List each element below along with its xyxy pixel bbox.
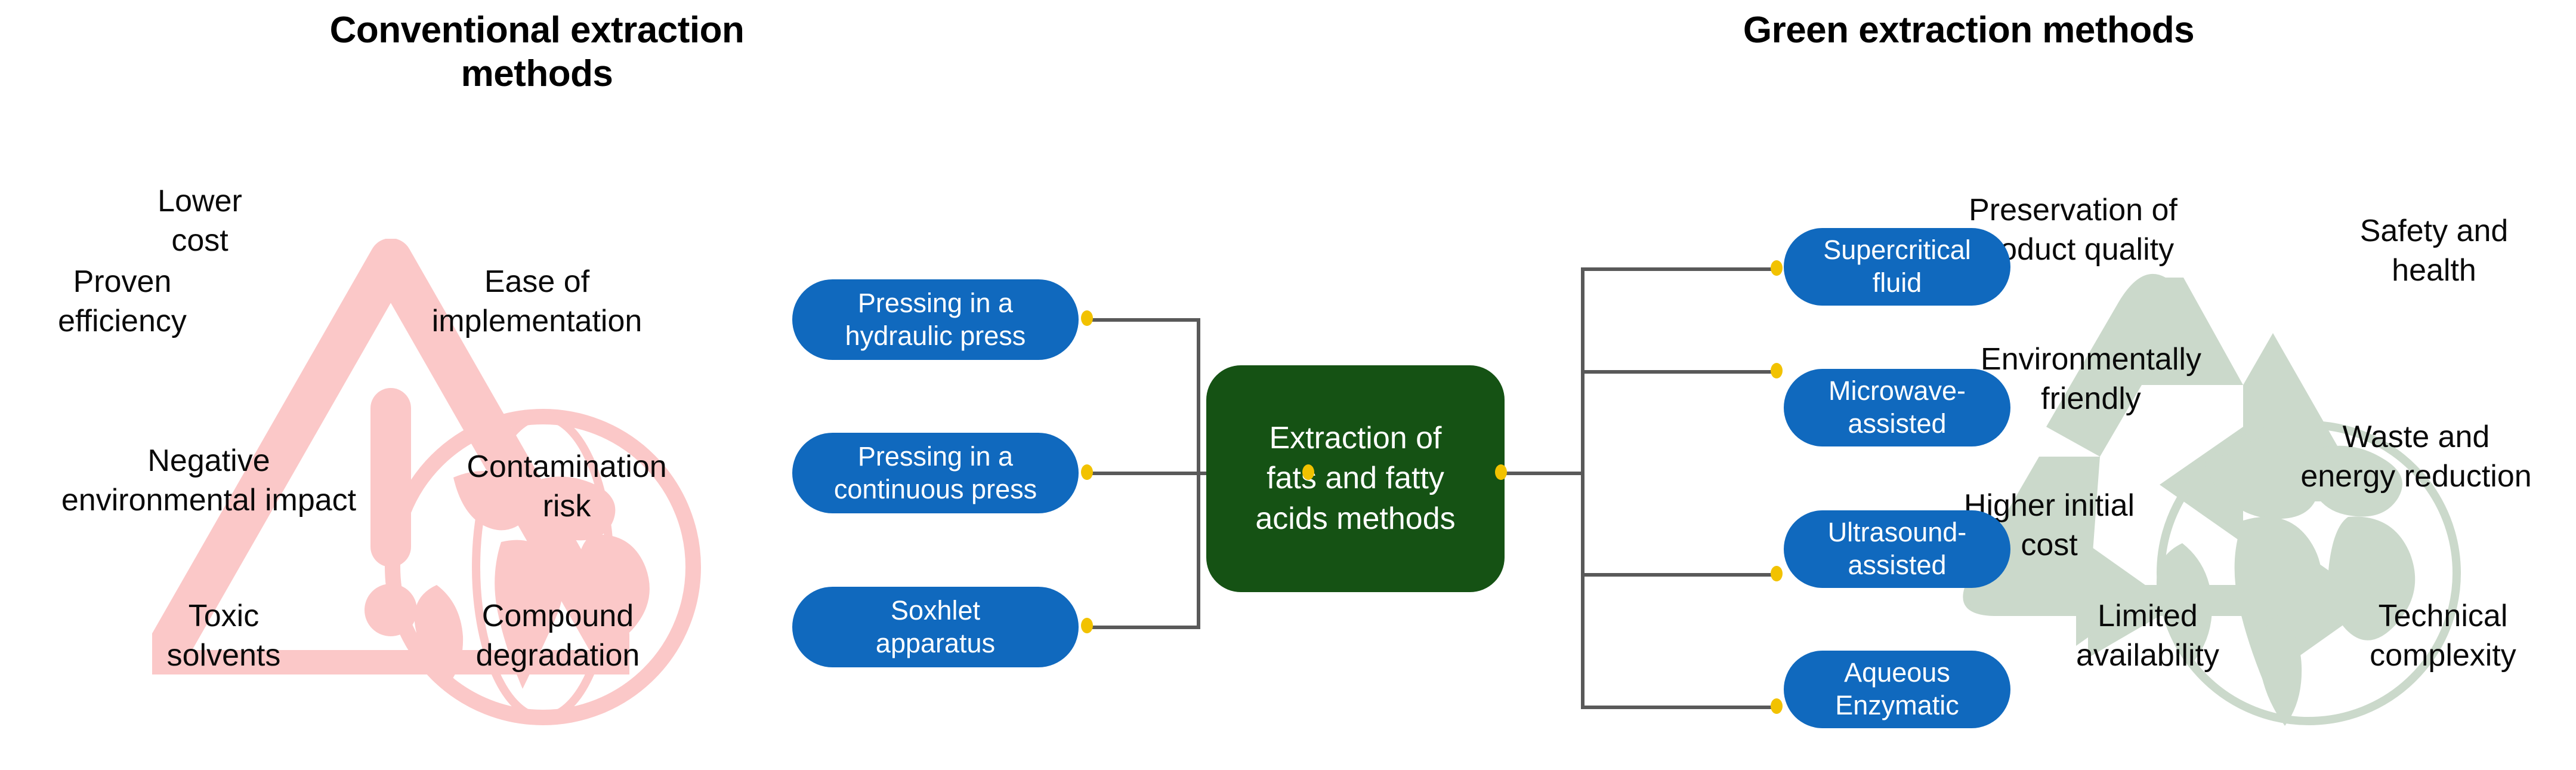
connector-dot-continuous xyxy=(1081,464,1093,480)
connector-dot-center-right xyxy=(1495,464,1507,480)
page-title-conventional: Conventional extraction methods xyxy=(329,10,745,95)
connector-continuous-to-center xyxy=(1087,472,1308,475)
left-label-proven-efficiency: Proven efficiency xyxy=(58,264,187,338)
connector-dot-microwave xyxy=(1771,363,1783,378)
connector-dot-aqueous xyxy=(1771,698,1783,714)
node-microwave-assisted[interactable]: Microwave- assisted xyxy=(1784,369,2010,446)
node-aqueous-enzymatic[interactable]: Aqueous Enzymatic xyxy=(1784,651,2010,728)
connector-dot-supercritical xyxy=(1771,260,1783,276)
left-label-contamination-risk: Contamination risk xyxy=(467,449,667,523)
node-ultrasound-assisted[interactable]: Ultrasound- assisted xyxy=(1784,510,2010,588)
right-label-safety-and-health: Safety and health xyxy=(2359,214,2509,288)
node-pressing-hydraulic-press[interactable]: Pressing in a hydraulic press xyxy=(792,279,1079,360)
node-soxhlet-apparatus[interactable]: Soxhlet apparatus xyxy=(792,587,1079,667)
connector-trunk-to-supercritical xyxy=(1581,267,1778,271)
page-title-green: Green extraction methods xyxy=(1743,10,2195,51)
connector-trunk-to-microwave xyxy=(1581,370,1778,374)
left-label-toxic-solvents: Toxic solvents xyxy=(166,599,281,673)
node-extraction-of-fats-and-fatty-acids[interactable]: Extraction of fats and fatty acids metho… xyxy=(1206,365,1505,592)
connector-dot-soxhlet xyxy=(1081,618,1093,633)
right-label-technical-complexity: Technical complexity xyxy=(2370,599,2516,673)
connector-dot-ultrasound xyxy=(1771,566,1783,581)
node-supercritical-fluid[interactable]: Supercritical fluid xyxy=(1784,228,2010,306)
connector-soxhlet-to-trunk xyxy=(1087,626,1200,629)
left-label-compound-degradation: Compound degradation xyxy=(475,599,640,673)
connector-trunk-to-ultrasound xyxy=(1581,573,1778,577)
node-pressing-continuous-press[interactable]: Pressing in a continuous press xyxy=(792,433,1079,513)
connector-hydraulic-to-trunk xyxy=(1087,318,1200,322)
left-label-negative-environmental-impact: Negative environmental impact xyxy=(61,443,357,518)
left-label-ease-of-implementation: Ease of implementation xyxy=(431,264,643,338)
connector-right-trunk xyxy=(1581,267,1584,709)
connector-dot-hydraulic xyxy=(1081,310,1093,326)
connector-trunk-to-aqueous xyxy=(1581,706,1778,709)
connector-dot-center-left xyxy=(1302,464,1314,480)
connector-center-to-right-trunk xyxy=(1501,472,1584,475)
right-label-waste-and-energy-reduction: Waste and energy reduction xyxy=(2300,420,2532,494)
left-label-lower-cost: Lower cost xyxy=(157,184,242,258)
right-label-limited-availability: Limited availability xyxy=(2076,599,2219,673)
